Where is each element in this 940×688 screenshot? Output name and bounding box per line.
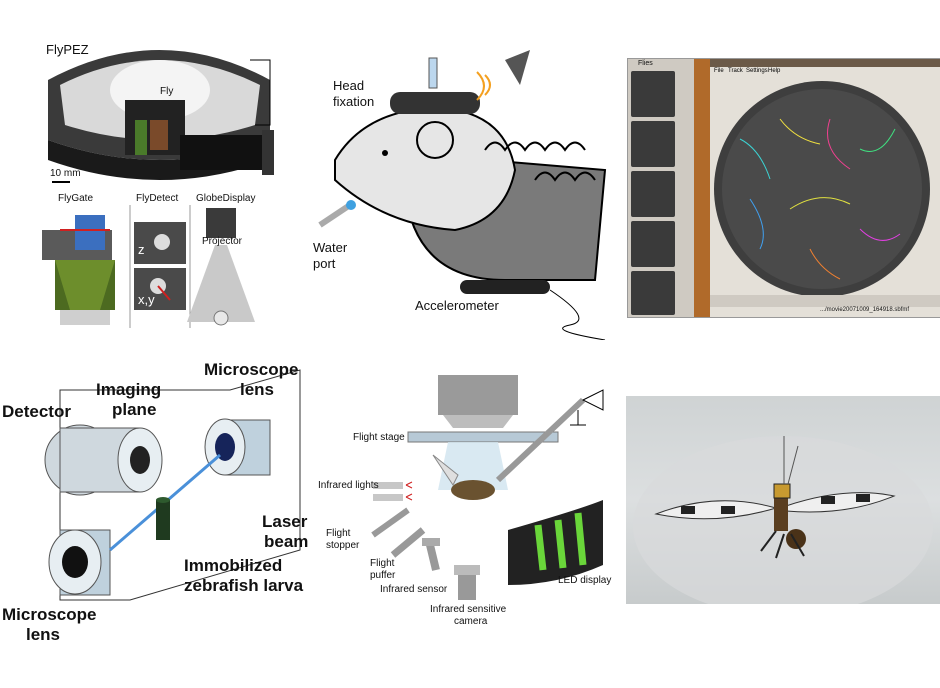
microscope-top-label: Microscope xyxy=(204,360,299,379)
menu-file[interactable]: File xyxy=(714,68,724,74)
arena-window: File Track Settings Help .../movie200710… xyxy=(710,59,940,317)
fly-thumb[interactable] xyxy=(631,221,675,267)
menu-help[interactable]: Help xyxy=(768,68,781,74)
flight-puffer-label: Flight xyxy=(370,558,395,569)
fly-label: Fly xyxy=(160,86,174,97)
microscope-top-lens-label: lens xyxy=(240,380,275,399)
dragonfly-drawing xyxy=(633,436,933,604)
zebrafish-panel: Microscope lens Imaging plane Detector L… xyxy=(0,350,320,650)
z-label: z xyxy=(138,242,145,257)
flygate-label: FlyGate xyxy=(58,193,94,204)
flies-list-pane: Flies xyxy=(628,59,694,317)
accelerometer-label: Accelerometer xyxy=(415,298,499,313)
laser-label: Laser xyxy=(262,512,308,531)
larva-zebrafish-label: zebrafish larva xyxy=(184,576,304,595)
ir-lights-label: Infrared lights xyxy=(318,480,379,491)
detector-label: Detector xyxy=(2,402,71,421)
fly-thumb[interactable] xyxy=(631,171,675,217)
ir-camera-label: Infrared sensitive xyxy=(430,604,507,615)
menu-bar: File Track Settings Help xyxy=(710,67,940,77)
flight-puffer-label-2: puffer xyxy=(370,570,396,581)
menu-settings[interactable]: Settings xyxy=(746,68,768,74)
flydetect-label: FlyDetect xyxy=(136,193,179,204)
ir-sensor-label: Infrared sensor xyxy=(380,584,448,595)
flypez-panel: FlyPEZ Fly 10 mm FlyGate FlyDetect Globe… xyxy=(30,30,300,330)
larva-label: Immobilized xyxy=(184,556,283,575)
microscope-bottom-lens-label: lens xyxy=(26,625,61,644)
projector-label: Projector xyxy=(202,236,243,247)
flight-stage-label: Flight stage xyxy=(353,432,405,443)
arena-image xyxy=(714,81,930,297)
imaging-plane-label: plane xyxy=(112,400,157,419)
microscope-bottom-label: Microscope xyxy=(2,605,97,624)
flight-drawing xyxy=(371,375,604,600)
fly-thumb[interactable] xyxy=(631,121,675,167)
mouse-drawing xyxy=(318,50,607,340)
scale-label: 10 mm xyxy=(50,168,81,179)
fly-thumb[interactable] xyxy=(631,71,675,117)
pane-divider[interactable] xyxy=(694,59,710,317)
window-titlebar xyxy=(710,59,940,67)
fixation-label: fixation xyxy=(333,94,375,109)
zebrafish-drawing xyxy=(44,369,301,601)
flies-list-title: Flies xyxy=(638,60,653,67)
dragonfly-photo xyxy=(626,396,940,604)
flight-panel: Flight stage Infrared lights Flight stop… xyxy=(318,370,618,640)
status-text: .../movie20071009_164918.sbfmf xyxy=(820,307,910,313)
water-label: Water xyxy=(313,240,348,255)
fly-thumb[interactable] xyxy=(631,271,675,315)
flypez-title: FlyPEZ xyxy=(46,42,89,57)
head-label: Head xyxy=(333,78,365,93)
menu-track[interactable]: Track xyxy=(728,68,743,74)
xy-label: x,y xyxy=(138,292,155,307)
port-label: port xyxy=(313,256,336,271)
ir-camera-label-2: camera xyxy=(454,616,488,627)
mouse-panel: Head fixation Water port Accelerometer xyxy=(305,40,625,340)
laser-beam-label: beam xyxy=(264,532,309,551)
imaging-label: Imaging xyxy=(96,380,162,399)
flight-stopper-label-2: stopper xyxy=(326,540,360,551)
tracker-panel: Flies File Track Settings Help . xyxy=(627,58,940,318)
globedisplay-label: GlobeDisplay xyxy=(196,193,256,204)
playback-toolbar[interactable] xyxy=(710,295,940,307)
flypez-drawing xyxy=(42,50,274,328)
flight-stopper-label: Flight xyxy=(326,528,351,539)
led-display-label: LED display xyxy=(558,575,612,586)
